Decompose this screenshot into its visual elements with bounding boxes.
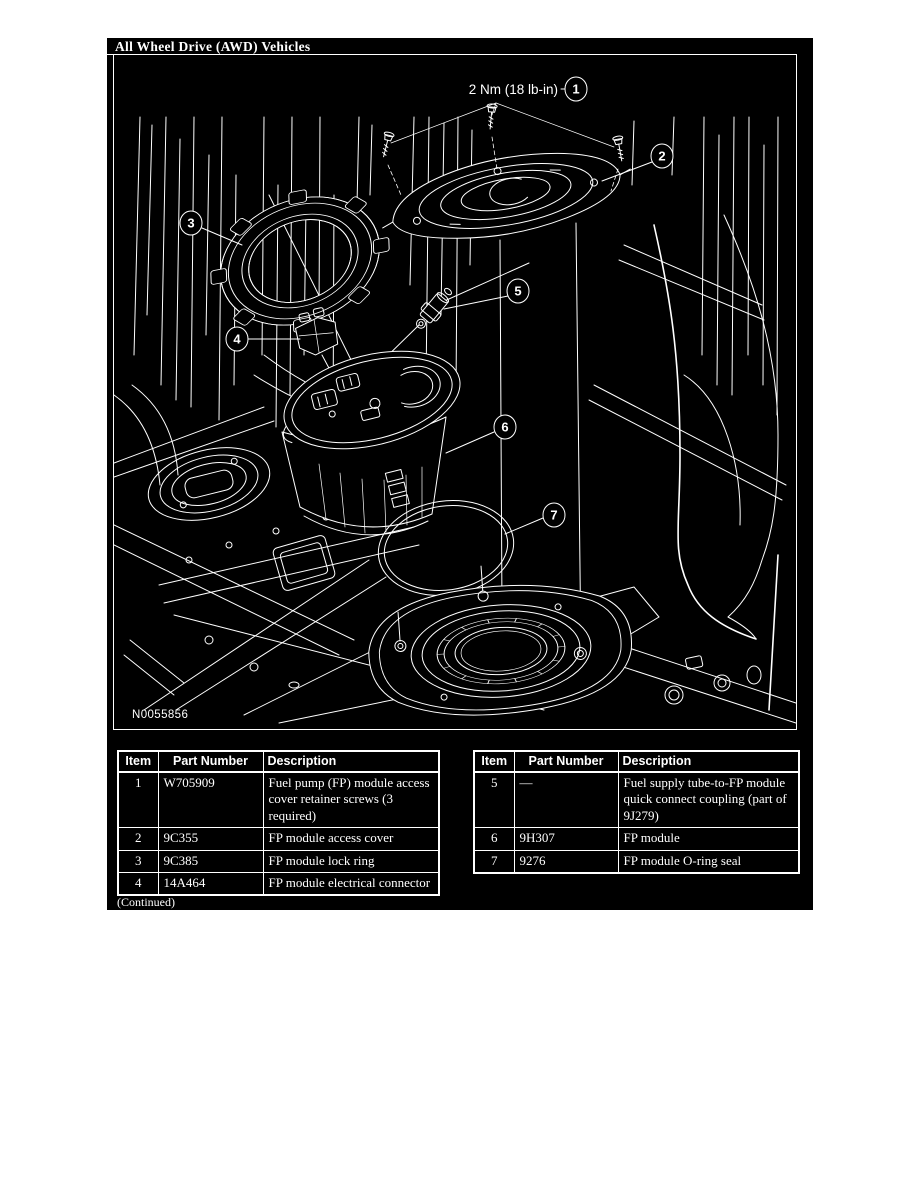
item-cell: 2 — [117, 827, 159, 851]
svg-text:7: 7 — [550, 508, 557, 523]
item-cell: 7 — [473, 849, 515, 874]
part-number-cell: 9C355 — [157, 827, 264, 851]
screw — [382, 131, 395, 158]
callout-1: 1 — [564, 76, 588, 102]
diagram-box: 2 Nm (18 lb-in) 1 2 3 — [113, 54, 797, 730]
item-header: Item — [473, 750, 515, 773]
table-row: 3 9C385 FP module lock ring — [117, 849, 440, 873]
part-number-cell: — — [513, 771, 619, 829]
electrical-connector — [295, 307, 339, 356]
description-header: Description — [262, 750, 440, 773]
exploded-diagram: 2 Nm (18 lb-in) 1 2 3 — [114, 76, 796, 724]
svg-text:2: 2 — [658, 149, 665, 164]
retainer-screws — [382, 102, 624, 196]
title-rule — [107, 54, 114, 55]
part-number-header: Part Number — [513, 750, 619, 773]
part-number-cell: 9H307 — [513, 827, 619, 851]
description-cell: Fuel pump (FP) module access cover retai… — [262, 771, 440, 829]
figure-panel: All Wheel Drive (AWD) Vehicles — [107, 38, 813, 910]
callout-7: 7 — [542, 502, 566, 528]
svg-text:4: 4 — [233, 332, 241, 347]
description-cell: FP module — [617, 827, 800, 851]
svg-text:1: 1 — [572, 82, 579, 97]
table-row: 6 9H307 FP module — [473, 827, 800, 851]
svg-text:6: 6 — [501, 420, 508, 435]
description-header: Description — [617, 750, 800, 773]
torque-label: 2 Nm (18 lb-in) — [469, 82, 558, 97]
table-header-row: Item Part Number Description — [473, 750, 800, 773]
item-cell: 3 — [117, 849, 159, 873]
item-header: Item — [117, 750, 159, 773]
leader-lines — [201, 161, 653, 535]
screw — [612, 135, 624, 162]
table-row: 2 9C355 FP module access cover — [117, 827, 440, 851]
table-row: 1 W705909 Fuel pump (FP) module access c… — [117, 771, 440, 829]
fp-module-flange — [282, 350, 461, 450]
access-cover — [382, 152, 631, 239]
page-title: All Wheel Drive (AWD) Vehicles — [115, 39, 311, 54]
item-cell: 1 — [117, 771, 159, 829]
description-cell: FP module lock ring — [262, 849, 440, 873]
underbody-background — [114, 116, 796, 724]
table-row: 7 9276 FP module O-ring seal — [473, 849, 800, 874]
table-row: 4 14A464 FP module electrical connector — [117, 871, 440, 896]
callout-5: 5 — [506, 278, 530, 304]
item-cell: 4 — [117, 871, 159, 896]
description-cell: FP module access cover — [262, 827, 440, 851]
table-row: 5 — Fuel supply tube-to-FP module quick … — [473, 771, 800, 829]
item-cell: 5 — [473, 771, 515, 829]
svg-text:3: 3 — [187, 216, 194, 231]
figure-id-label: N0055856 — [132, 709, 188, 721]
part-number-cell: W705909 — [157, 771, 264, 829]
item-cell: 6 — [473, 827, 515, 851]
part-number-cell: 9276 — [513, 849, 619, 874]
part-number-cell: 14A464 — [157, 871, 264, 896]
part-number-header: Part Number — [157, 750, 264, 773]
description-cell: FP module electrical connector — [262, 871, 440, 896]
continued-note: (Continued) — [117, 895, 175, 909]
callout-2: 2 — [650, 143, 674, 169]
callout-3: 3 — [179, 210, 203, 236]
description-cell: Fuel supply tube-to-FP module quick conn… — [617, 771, 800, 829]
part-number-cell: 9C385 — [157, 849, 264, 873]
table-header-row: Item Part Number Description — [117, 750, 440, 773]
description-cell: FP module O-ring seal — [617, 849, 800, 874]
screw — [486, 103, 498, 130]
tank-opening — [368, 565, 632, 716]
callout-4: 4 — [225, 326, 249, 352]
callout-6: 6 — [493, 414, 517, 440]
svg-text:5: 5 — [514, 284, 521, 299]
parts-table-right: Item Part Number Description 5 — Fuel su… — [473, 750, 800, 874]
quick-connect-coupling — [416, 287, 452, 329]
parts-table-left: Item Part Number Description 1 W705909 F… — [117, 750, 440, 897]
fp-module — [281, 350, 461, 536]
lock-ring — [210, 189, 390, 333]
